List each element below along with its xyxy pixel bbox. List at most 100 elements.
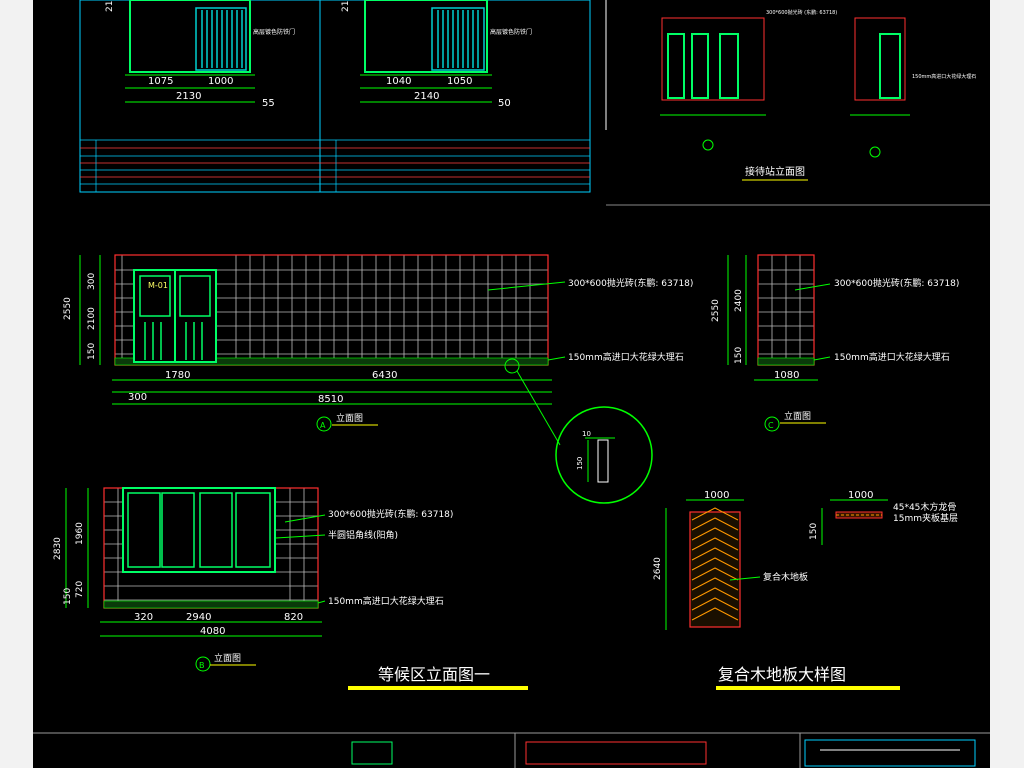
elevation-a: M-01 2550 300 2100 150 300*600抛光砖(东鹏: 63…	[63, 254, 693, 432]
door-2-offset: 50	[498, 98, 511, 109]
elevation-c-marker	[764, 416, 780, 432]
elevation-b-dim-2: 2940	[186, 612, 211, 623]
reception-elevation: 300*600抛光砖 (东鹏: 63718) 150mm高进口大花绿大理石 接待…	[605, 0, 990, 206]
reception-door-2	[691, 33, 709, 99]
elevation-c-note-tile: 300*600抛光砖(东鹏: 63718)	[834, 277, 959, 289]
parquet-pattern	[691, 507, 739, 621]
elevation-a-note-stone: 150mm高进口大花绿大理石	[568, 351, 684, 363]
elevation-c-stone-leader	[813, 356, 831, 361]
title-parquet-detail-underline	[716, 686, 900, 690]
door-1-bars	[201, 10, 243, 68]
detail-profile	[597, 439, 609, 483]
elevation-b-total: 4080	[200, 626, 225, 637]
canvas-background	[33, 0, 990, 768]
elevation-a-height-upper: 300	[87, 273, 97, 290]
elevation-b-dim-1: 320	[134, 612, 153, 623]
right-margin	[990, 0, 1024, 768]
title-waiting-area: 等候区立面图一	[378, 665, 490, 684]
elevation-c-note-stone: 150mm高进口大花绿大理石	[834, 351, 950, 363]
elevation-c-width: 1080	[774, 370, 799, 381]
reception-note-tile: 300*600抛光砖 (东鹏: 63718)	[766, 9, 837, 16]
door-2-elevation: 高层镀色防铁门 2150 1040 1050 2140 50	[341, 0, 532, 109]
section-note-1: 45*45木方龙骨	[893, 501, 956, 513]
elevation-a-door-panels	[144, 322, 203, 360]
bottom-sheet-strip	[33, 732, 990, 768]
elevation-a-label: 立面图	[336, 412, 363, 424]
parquet-width: 1000	[704, 490, 729, 501]
elevation-b-dim-3: 820	[284, 612, 303, 623]
door-sheet-group: 高层镀色防铁门 2175 1075 1000 2130 55	[79, 0, 591, 193]
parquet-note: 复合木地板	[763, 571, 808, 583]
section-height: 150	[809, 523, 819, 540]
bottom-sheet-1-block	[351, 741, 393, 765]
elevation-b-window-pane-1	[127, 492, 161, 568]
door-2-frame	[364, 0, 488, 73]
elevation-b-stone-base	[103, 600, 319, 609]
reception-marker-a	[702, 139, 714, 151]
reception-door-4	[879, 33, 901, 99]
elevation-a-note-tile: 300*600抛光砖(东鹏: 63718)	[568, 277, 693, 289]
door-1-offset: 55	[262, 98, 275, 109]
door-1-total: 2130	[176, 91, 201, 102]
door-2-dim-left: 1040	[386, 76, 411, 87]
bottom-sheet-3-plan	[804, 739, 976, 767]
elevation-a-height-mid: 2100	[87, 307, 97, 330]
elevation-b-height-sill: 720	[75, 581, 85, 598]
reception-marker-b	[869, 146, 881, 158]
elevation-a-door-glass-left	[139, 275, 171, 317]
door-1-dim-right: 1000	[208, 76, 233, 87]
detail-circle	[555, 406, 653, 504]
elevation-a-dim-total: 8510	[318, 394, 343, 405]
parquet-note-leader	[729, 576, 761, 581]
elevation-b-height-window: 1960	[75, 522, 85, 545]
elevation-b-marker	[195, 656, 211, 672]
elevation-c-tile-leader	[794, 283, 831, 291]
reception-door-3	[719, 33, 739, 99]
reception-note-stone: 150mm高进口大花绿大理石	[912, 73, 976, 80]
elevation-b: 2830 1960 720 150 300*600抛光砖(东鹏: 63718) …	[53, 487, 453, 672]
door-2-bars	[437, 10, 479, 68]
elevation-b-label: 立面图	[214, 652, 241, 664]
door-2-dim-right: 1050	[447, 76, 472, 87]
detail-dim-top: 10	[582, 430, 591, 438]
door-2-height: 2150	[341, 0, 351, 12]
elevation-b-window-pane-3	[199, 492, 233, 568]
reception-caption: 接待站立面图	[745, 165, 805, 178]
elevation-b-stone-leader	[317, 600, 326, 604]
door-1-elevation: 高层镀色防铁门 2175 1075 1000 2130 55	[105, 0, 295, 109]
elevation-b-marker-letter: B	[199, 661, 205, 670]
door-1-frame	[129, 0, 251, 73]
detail-callout-leader	[516, 370, 561, 446]
reception-door-1	[667, 33, 685, 99]
elevation-c-height-base: 150	[734, 347, 744, 364]
elevation-a-tile-leader	[487, 281, 566, 291]
elevation-b-window-pane-2	[161, 492, 195, 568]
elevation-c-marker-letter: C	[768, 421, 774, 430]
door-1-dim-left: 1075	[148, 76, 173, 87]
elevation-a-dim-left: 300	[128, 392, 147, 403]
elevation-c-height-total: 2550	[711, 299, 721, 322]
section-note-2: 15mm夹板基层	[893, 512, 958, 524]
elevation-c: 2550 2400 150 300*600抛光砖(东鹏: 63718) 150m…	[711, 254, 959, 432]
parquet-height: 2640	[653, 557, 663, 580]
elevation-c-height-mid: 2400	[734, 289, 744, 312]
elevation-b-tile-leader	[284, 514, 326, 523]
elevation-b-height-total: 2830	[53, 537, 63, 560]
door-2-note: 高层镀色防铁门	[490, 28, 532, 36]
elevation-b-window-pane-4	[235, 492, 271, 568]
door-1-panel	[195, 7, 247, 71]
elevation-a-dim-wall: 6430	[372, 370, 397, 381]
parquet-panel	[689, 511, 741, 628]
reception-wall-b	[854, 17, 906, 101]
elevation-c-tile-grid	[758, 255, 814, 360]
detail-callout: 10 150	[504, 358, 653, 504]
elevation-a-marker-letter: A	[320, 421, 326, 430]
door-1-height: 2175	[105, 0, 115, 12]
door-spec-tables	[80, 139, 590, 192]
section-width: 1000	[848, 490, 873, 501]
door-sheet-frame	[79, 0, 591, 193]
elevation-c-label: 立面图	[784, 410, 811, 422]
elevation-a-dim-door: 1780	[165, 370, 190, 381]
